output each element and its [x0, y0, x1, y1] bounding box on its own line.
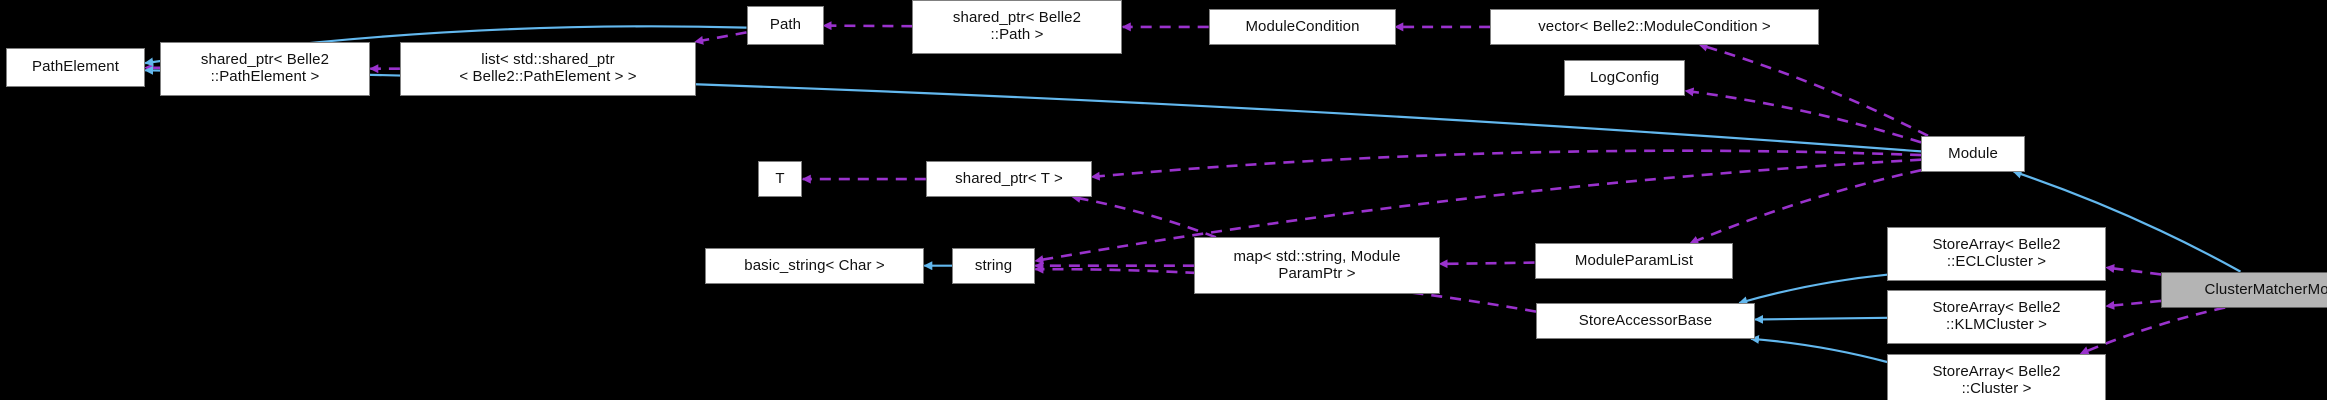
node-t_type[interactable]: T [758, 161, 802, 197]
node-label: Module [1948, 144, 1998, 162]
node-label: list< std::shared_ptr < Belle2::PathElem… [459, 51, 637, 85]
node-label: StoreArray< Belle2 ::KLMCluster > [1932, 299, 2061, 333]
edge-sa_cluster-to-store_accessor_base [1750, 334, 1888, 364]
node-label: map< std::string, Module ParamPtr > [1233, 247, 1401, 282]
node-cluster_matcher: ClusterMatcherModule [2161, 272, 2327, 308]
node-label: ModuleCondition [1245, 17, 1360, 35]
node-label: PathElement [32, 58, 119, 76]
node-module_param_list[interactable]: ModuleParamList [1535, 243, 1733, 279]
edge-module-to-log_config [1684, 87, 1922, 144]
edge-sa_ecl_cluster-to-store_accessor_base [1738, 273, 1888, 306]
node-label: StoreArray< Belle2 ::Cluster > [1932, 363, 2061, 397]
node-label: ClusterMatcherModule [2204, 280, 2327, 298]
edge-sa_klm_cluster-to-store_accessor_base [1754, 314, 1888, 324]
node-store_accessor_base[interactable]: StoreAccessorBase [1536, 303, 1755, 339]
node-vec_module_cond[interactable]: vector< Belle2::ModuleCondition > [1490, 9, 1819, 45]
node-list_sp_path_el[interactable]: list< std::shared_ptr < Belle2::PathElem… [400, 42, 696, 96]
edge-module-to-string [1034, 158, 1922, 264]
edge-map_string_param-to-shared_ptr_t [1071, 194, 1217, 239]
edge-module-to-shared_ptr_t [1090, 149, 1922, 181]
node-sp_path[interactable]: shared_ptr< Belle2 ::Path > [912, 0, 1122, 54]
node-sp_path_element[interactable]: shared_ptr< Belle2 ::PathElement > [160, 42, 370, 96]
node-label: ModuleParamList [1574, 251, 1694, 269]
node-shared_ptr_t[interactable]: shared_ptr< T > [926, 161, 1092, 197]
node-label: StoreArray< Belle2 ::ECLCluster > [1932, 236, 2061, 270]
node-log_config[interactable]: LogConfig [1564, 60, 1685, 96]
edge-cluster_matcher-to-sa_ecl_cluster [2105, 264, 2162, 276]
node-basic_string[interactable]: basic_string< Char > [705, 248, 924, 284]
node-label: string [974, 256, 1013, 274]
edge-module_param_list-to-map_string_param [1438, 259, 1535, 269]
edge-module-to-vec_module_cond [1698, 42, 1929, 137]
node-string[interactable]: string [952, 248, 1035, 284]
node-label: Path [769, 16, 802, 34]
edge-cluster_matcher-to-sa_klm_cluster [2105, 299, 2162, 310]
node-label: shared_ptr< Belle2 ::Path > [952, 9, 1082, 43]
node-path[interactable]: Path [747, 6, 824, 45]
node-label: shared_ptr< Belle2 ::PathElement > [200, 51, 330, 85]
node-label: StoreAccessorBase [1578, 311, 1713, 329]
node-path_element[interactable]: PathElement [6, 48, 145, 87]
node-label: vector< Belle2::ModuleCondition > [1538, 17, 1771, 35]
node-label: shared_ptr< T > [955, 169, 1063, 187]
node-sa_klm_cluster[interactable]: StoreArray< Belle2 ::KLMCluster > [1887, 290, 2106, 344]
node-map_string_param[interactable]: map< std::string, Module ParamPtr > [1194, 237, 1440, 294]
node-module_condition[interactable]: ModuleCondition [1209, 9, 1396, 45]
node-label: LogConfig [1589, 68, 1660, 86]
node-sa_cluster[interactable]: StoreArray< Belle2 ::Cluster > [1887, 354, 2106, 400]
node-label: basic_string< Char > [744, 256, 885, 274]
node-sa_ecl_cluster[interactable]: StoreArray< Belle2 ::ECLCluster > [1887, 227, 2106, 281]
edge-sp_path-to-path [822, 21, 913, 31]
node-label: T [775, 169, 785, 187]
node-module[interactable]: Module [1921, 136, 2025, 172]
edge-path-to-list_sp_path_el [694, 31, 747, 45]
